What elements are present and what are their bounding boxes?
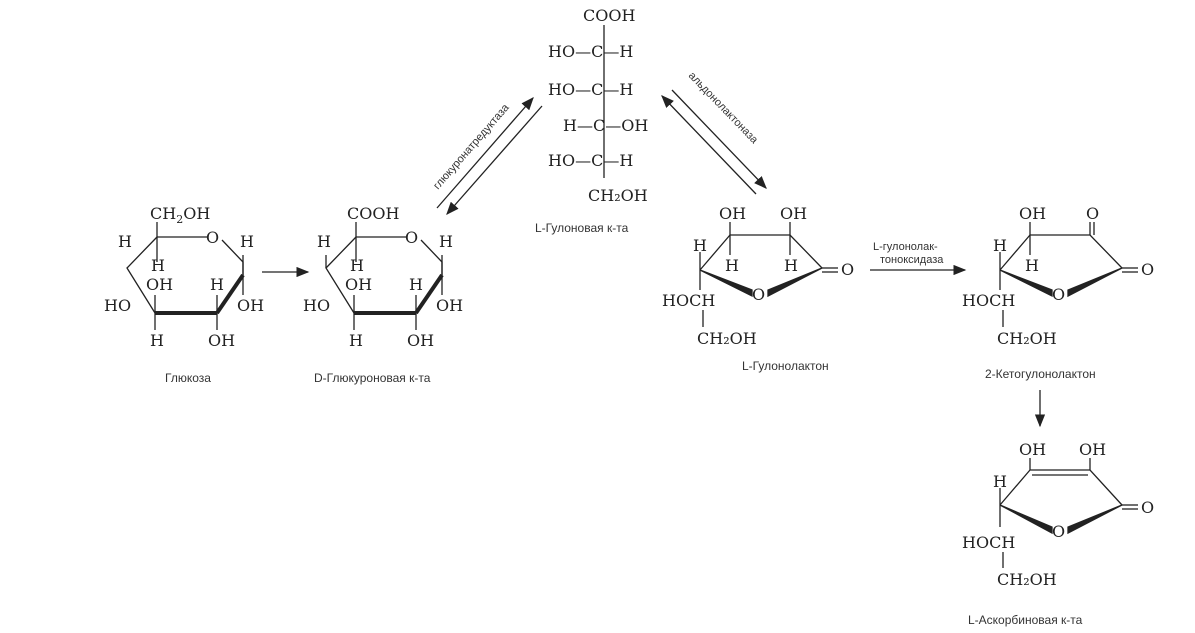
ch2oh-label: CH₂OH: [588, 186, 648, 205]
oh-label: OH: [780, 204, 807, 223]
oh-label: OH: [719, 204, 746, 223]
oh-label: OH: [345, 275, 372, 294]
ketogulonolactone-caption: 2-Кетогулонолактон: [985, 367, 1096, 381]
cooh-label: COOH: [347, 204, 399, 223]
oh-label: OH: [1019, 440, 1046, 459]
gulonic-acid-structure: COOH HO—C—H HO—C—H H—C—OH HO—C—H CH₂OH L…: [535, 6, 648, 235]
ascorbic-acid-structure: OH OH H O O HOCH CH₂OH L-Аскорбиновая к-…: [962, 440, 1154, 627]
h-label: H: [317, 232, 331, 251]
h-label: H: [210, 275, 224, 294]
cooh-label: COOH: [583, 6, 635, 25]
ch2oh-label: CH₂OH: [697, 329, 757, 348]
carbonyl-oxygen: O: [1141, 260, 1154, 279]
hoch-label: HOCH: [962, 291, 1015, 310]
ring-oxygen: O: [206, 228, 219, 247]
lactonase-label: альдонолактоназа: [686, 70, 761, 147]
fischer-row: HO—C—H: [548, 151, 633, 170]
glucose-caption: Глюкоза: [165, 371, 211, 385]
ring-oxygen: O: [752, 285, 765, 304]
oh-label: OH: [237, 296, 264, 315]
ch2oh-label: CH₂OH: [997, 329, 1057, 348]
oxidase-arrow: L-гулонолак- тоноксидаза: [870, 241, 967, 276]
keto-oxygen: O: [1086, 204, 1099, 223]
lactonase-equilibrium-arrows: альдонолактоназа: [661, 70, 767, 195]
ring-oxygen: O: [405, 228, 418, 247]
fischer-row: HO—C—H: [548, 80, 633, 99]
carbonyl-oxygen: O: [1141, 498, 1154, 517]
fischer-row: H—C—OH: [563, 116, 648, 135]
oh-label: OH: [146, 275, 173, 294]
glucose-structure: CH2OH O H H OH HO H H OH H OH Глюкоза: [104, 204, 264, 385]
h-label: H: [693, 236, 707, 255]
gulonic-acid-caption: L-Гулоновая к-та: [535, 221, 629, 235]
ch2oh-label: CH₂OH: [997, 570, 1057, 589]
glucuronic-acid-structure: COOH O H H OH HO H H OH H OH D-Глюкуроно…: [303, 204, 463, 385]
carbonyl-oxygen: O: [841, 260, 854, 279]
oxidase-label: L-гулонолак-: [873, 241, 938, 253]
h-label: H: [993, 472, 1007, 491]
h-label: H: [993, 236, 1007, 255]
h-label: H: [409, 275, 423, 294]
h-label: H: [784, 256, 798, 275]
oh-label: OH: [1079, 440, 1106, 459]
h-label: H: [725, 256, 739, 275]
h-label: H: [1025, 256, 1039, 275]
oh-label: OH: [407, 331, 434, 350]
ring-oxygen: O: [1052, 285, 1065, 304]
oh-label: OH: [1019, 204, 1046, 223]
oh-label: OH: [436, 296, 463, 315]
fischer-row: HO—C—H: [548, 42, 633, 61]
h-label: H: [350, 256, 364, 275]
h-label: H: [439, 232, 453, 251]
gulonolactone-structure: OH OH H H H O O HOCH CH₂OH L-Гулонолакто…: [662, 204, 854, 373]
ring-oxygen: O: [1052, 522, 1065, 541]
oxidase-label: тоноксидаза: [880, 254, 944, 266]
h-label: H: [150, 331, 164, 350]
ascorbic-acid-caption: L-Аскорбиновая к-та: [968, 613, 1083, 627]
ch2oh-label: CH2OH: [150, 204, 210, 226]
reductase-label: глюкуронатредуктаза: [431, 101, 512, 192]
hoch-label: HOCH: [662, 291, 715, 310]
ho-label: HO: [104, 296, 131, 315]
h-label: H: [151, 256, 165, 275]
h-label: H: [240, 232, 254, 251]
hoch-label: HOCH: [962, 533, 1015, 552]
oh-label: OH: [208, 331, 235, 350]
h-label: H: [118, 232, 132, 251]
gulonolactone-caption: L-Гулонолактон: [742, 359, 829, 373]
ketogulonolactone-structure: OH O H H O O HOCH CH₂OH 2-Кетогулонолакт…: [962, 204, 1154, 381]
glucuronic-acid-caption: D-Глюкуроновая к-та: [314, 371, 431, 385]
h-label: H: [349, 331, 363, 350]
ho-label: HO: [303, 296, 330, 315]
reductase-equilibrium-arrows: глюкуронатредуктаза: [431, 97, 543, 215]
